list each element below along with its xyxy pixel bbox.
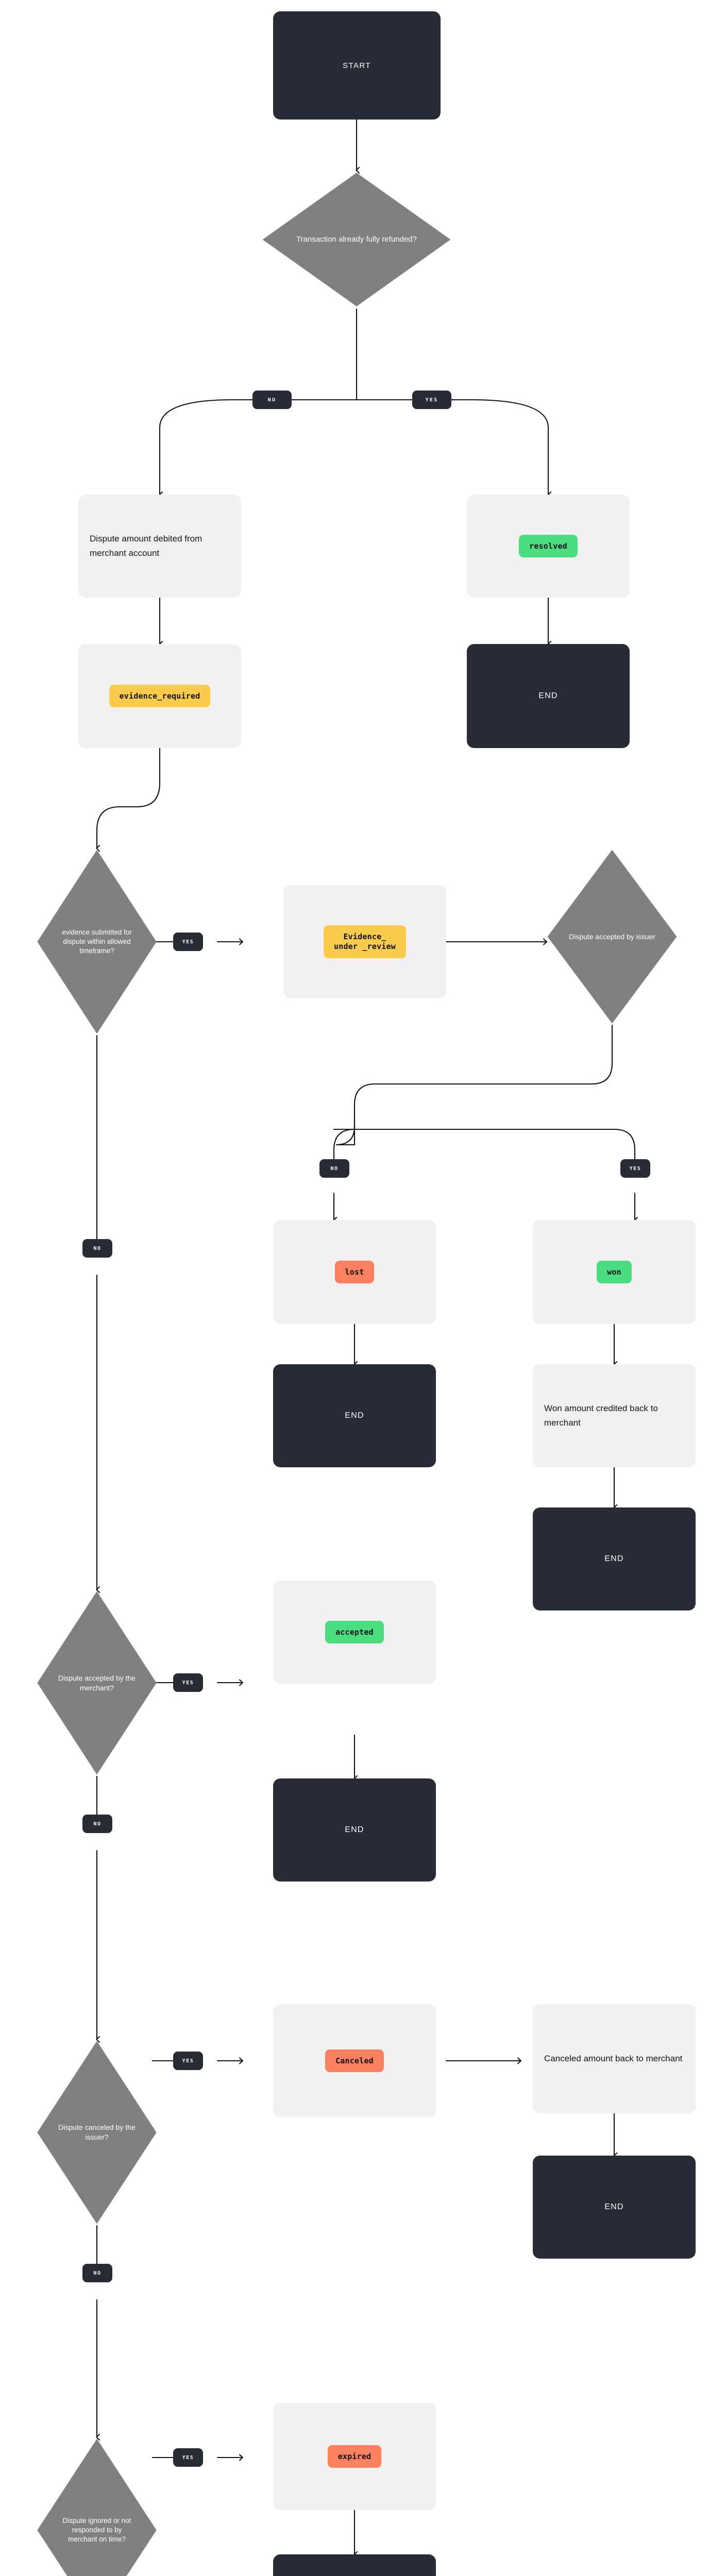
decision-evidence-submitted[interactable]: evidence submitted for dispute within al… — [37, 850, 157, 1034]
card-dispute-amount-debited[interactable]: Dispute amount debited from merchant acc… — [78, 495, 241, 598]
card-dispute-amount-debited-label: Dispute amount debited from merchant acc… — [90, 534, 202, 558]
end-label: END — [538, 691, 558, 700]
card-accepted[interactable]: accepted — [273, 1581, 436, 1684]
status-badge-expired: expired — [327, 2445, 382, 2468]
edge-label-ignored-yes: YES — [173, 2448, 203, 2467]
status-badge-won: won — [597, 1260, 632, 1284]
end-node-canceled[interactable]: END — [533, 2156, 696, 2259]
card-won-amount-credited[interactable]: Won amount credited back to merchant — [533, 1364, 696, 1467]
card-evidence-under-review[interactable]: Evidence_ under _review — [283, 885, 446, 998]
edge-label-refunded-yes: YES — [412, 391, 451, 409]
status-badge-resolved: resolved — [519, 534, 578, 558]
card-resolved[interactable]: resolved — [467, 495, 630, 598]
status-badge-canceled: Canceled — [325, 2049, 384, 2073]
card-won-amount-credited-label: Won amount credited back to merchant — [544, 1403, 658, 1428]
status-badge-lost: lost — [334, 1260, 375, 1284]
decision-accepted-by-issuer[interactable]: Dispute accepted by issuer — [547, 850, 677, 1024]
end-node-accepted[interactable]: END — [273, 1778, 436, 1882]
decision-transaction-refunded[interactable]: Transaction already fully refunded? — [262, 173, 451, 307]
decision-canceled-by-issuer-label: Dispute canceled by the issuer? — [58, 2123, 136, 2141]
edge-label-canceled-yes: YES — [173, 2052, 203, 2070]
card-evidence-required[interactable]: evidence_required — [78, 644, 241, 748]
card-canceled-amount-back-label: Canceled amount back to merchant — [544, 2054, 683, 2064]
card-canceled-amount-back[interactable]: Canceled amount back to merchant — [533, 2004, 696, 2113]
decision-dispute-ignored[interactable]: Dispute ignored or not responded to by m… — [37, 2438, 157, 2576]
card-won[interactable]: won — [533, 1220, 696, 1324]
status-badge-evidence-under-review: Evidence_ under _review — [324, 925, 406, 958]
edge-label-canceled-no: NO — [82, 2264, 112, 2282]
status-badge-accepted: accepted — [325, 1620, 384, 1644]
card-canceled[interactable]: Canceled — [273, 2004, 436, 2117]
status-badge-evidence-required: evidence_required — [109, 684, 211, 708]
card-expired[interactable]: expired — [273, 2403, 436, 2510]
decision-accepted-by-merchant-label: Dispute accepted by the merchant? — [58, 1673, 136, 1692]
end-node-won[interactable]: END — [533, 1507, 696, 1611]
start-label: START — [343, 61, 371, 70]
decision-accepted-by-issuer-label: Dispute accepted by issuer — [568, 932, 656, 941]
edge-label-evidence-no: NO — [82, 1239, 112, 1258]
decision-transaction-refunded-label: Transaction already fully refunded? — [296, 234, 417, 244]
end-node-lost[interactable]: END — [273, 1364, 436, 1467]
decision-dispute-ignored-label: Dispute ignored or not responded to by m… — [62, 2516, 131, 2544]
decision-canceled-by-issuer[interactable]: Dispute canceled by the issuer? — [37, 2041, 157, 2224]
edge-label-issuer-yes: YES — [620, 1159, 650, 1178]
edge-label-merchant-yes: YES — [173, 1673, 203, 1692]
card-lost[interactable]: lost — [273, 1220, 436, 1324]
edge-label-issuer-no: NO — [319, 1159, 349, 1178]
edge-label-evidence-yes: YES — [173, 933, 203, 951]
edge-label-refunded-no: NO — [252, 391, 292, 409]
end-node-resolved[interactable]: END — [467, 644, 630, 748]
edge-label-merchant-no: NO — [82, 1815, 112, 1833]
decision-evidence-submitted-label: evidence submitted for dispute within al… — [62, 928, 132, 955]
end-node-expired[interactable]: END — [273, 2554, 436, 2576]
decision-accepted-by-merchant[interactable]: Dispute accepted by the merchant? — [37, 1591, 157, 1775]
start-node[interactable]: START — [273, 11, 441, 120]
